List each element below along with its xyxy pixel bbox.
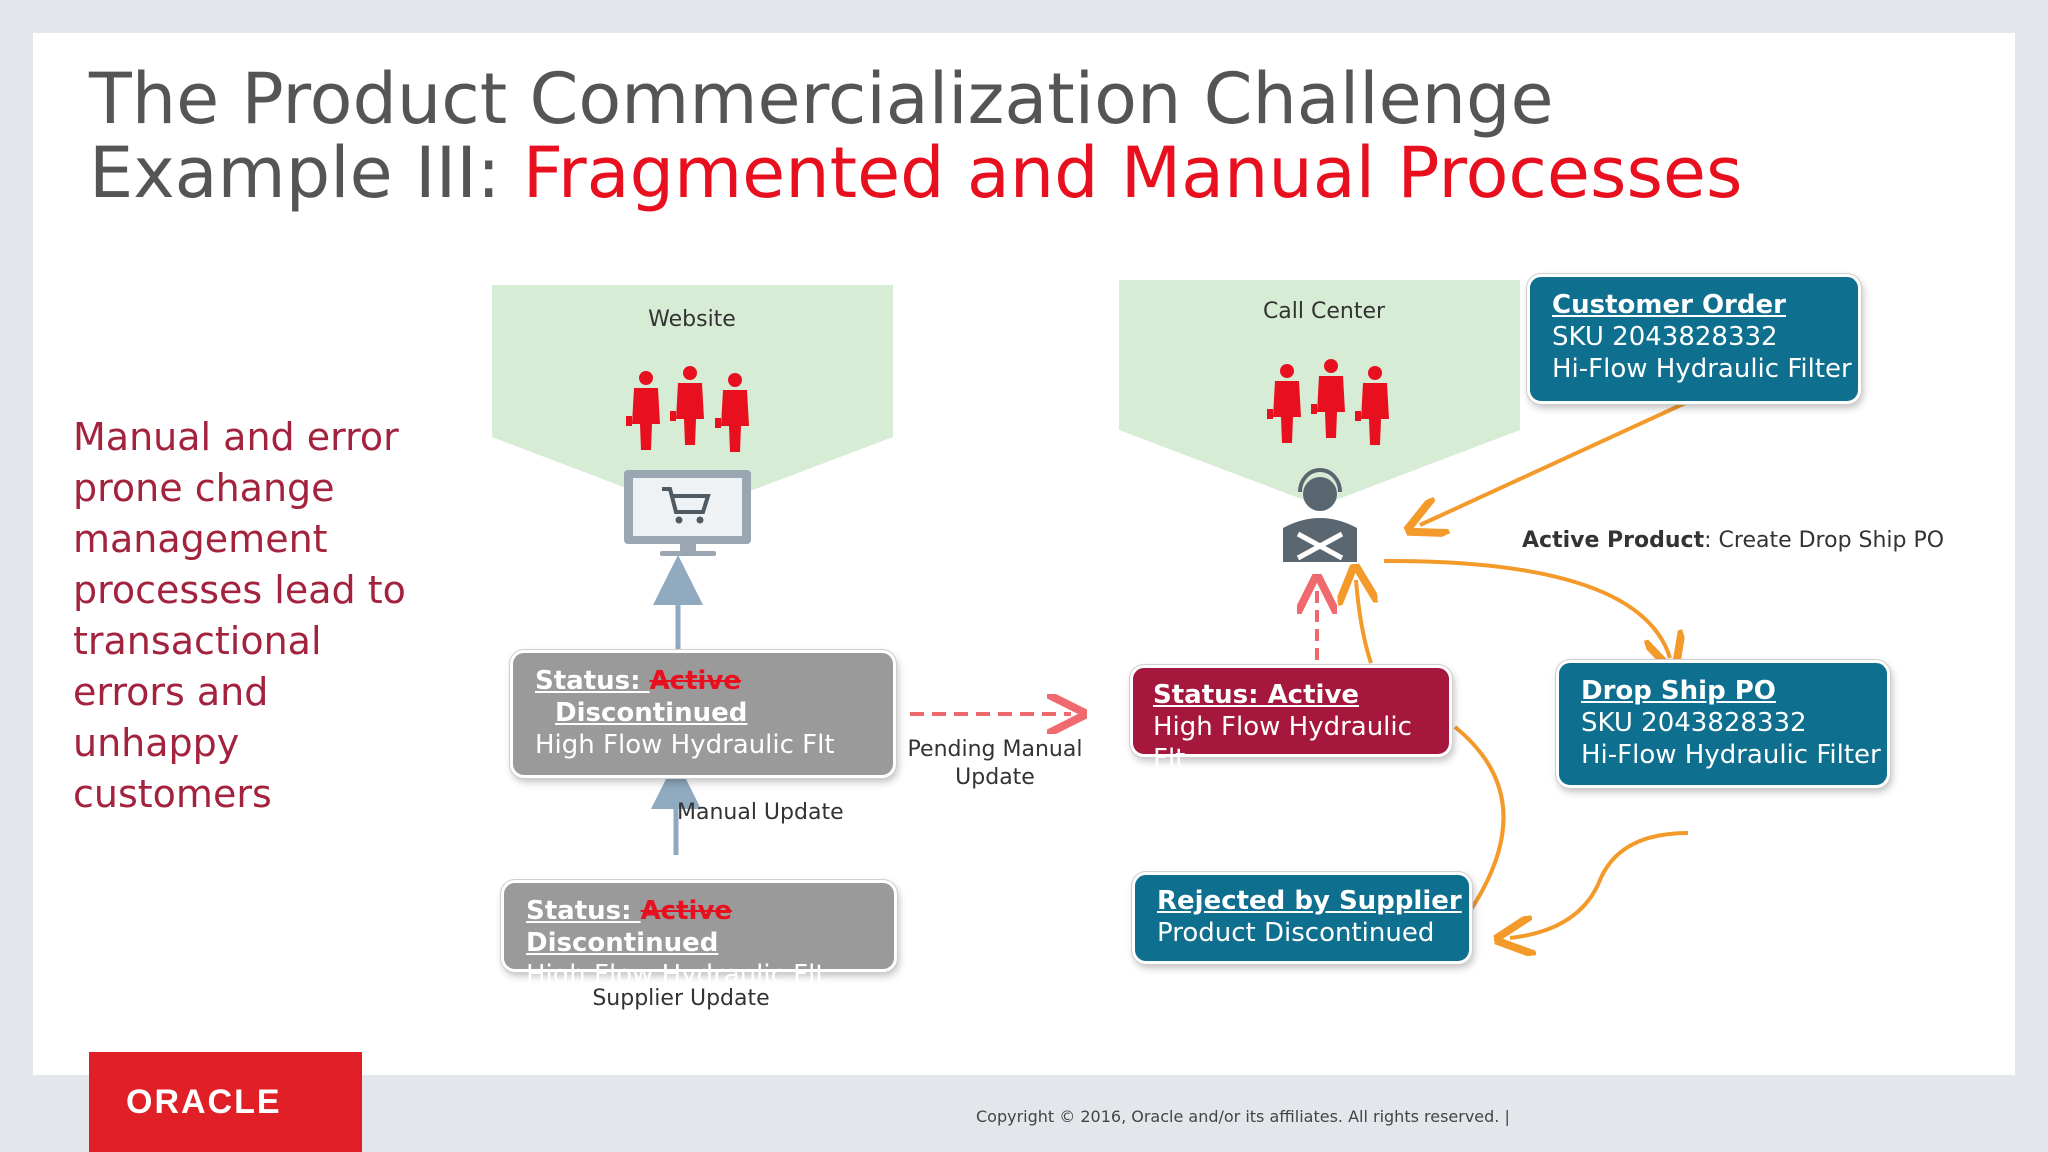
title-line-2: Example III: Fragmented and Manual Proce… [89, 136, 1742, 210]
call-center-status-box: Status: Active High Flow Hydraulic Flt [1130, 665, 1452, 774]
supplier-status-struck: Active [640, 896, 733, 926]
supplier-status-prefix: Status: [526, 896, 641, 926]
drop-ship-arrow [1383, 558, 1670, 658]
supplier-update-label: Supplier Update [592, 986, 770, 1011]
drop-ship-title: Drop Ship PO [1581, 676, 1776, 706]
rejected-arrow [1510, 831, 1689, 938]
oracle-logo: ORACLE [89, 1052, 362, 1152]
side-message: Manual and error prone change management… [73, 415, 406, 816]
drop-ship-sku: SKU 2043828332 [1581, 708, 1807, 738]
status-prefix: Status: [535, 666, 650, 696]
drop-ship-item: Hi-Flow Hydraulic Filter [1581, 740, 1881, 770]
title-prefix: Example III: [89, 132, 523, 214]
slide-canvas [33, 33, 2015, 1075]
drop-ship-box: Drop Ship PO SKU 2043828332 Hi-Flow Hydr… [1556, 660, 1890, 788]
rejected-detail: Product Discontinued [1157, 918, 1435, 948]
customer-order-arrow [1420, 397, 1695, 525]
title-highlight: Fragmented and Manual Processes [522, 132, 1743, 214]
website-status-line: Status: Active [535, 665, 893, 697]
active-status-arrow [1356, 580, 1371, 664]
website-status-new-line: Discontinued [535, 697, 893, 729]
supplier-status-box: Status: Active Discontinued High Flow Hy… [501, 880, 897, 990]
oracle-logo-text: ORACLE [126, 1083, 282, 1121]
page-title: The Product Commercialization Challenge … [89, 62, 1742, 210]
customer-order-title: Customer Order [1552, 290, 1786, 320]
active-product-bold: Active Product [1522, 528, 1705, 553]
copyright-text: Copyright © 2016, Oracle and/or its affi… [976, 1107, 1510, 1126]
supplier-status-item: High Flow Hydraulic Flt [526, 960, 826, 990]
pending-manual-update-label: Pending Manual Update [907, 737, 1083, 790]
rejected-box: Rejected by Supplier Product Discontinue… [1132, 872, 1472, 964]
customer-order-sku: SKU 2043828332 [1552, 322, 1778, 352]
title-line-1: The Product Commercialization Challenge [89, 58, 1554, 140]
call-center-label: Call Center [1262, 299, 1386, 324]
supplier-status-new: Discontinued [526, 928, 719, 958]
website-status-item: High Flow Hydraulic Flt [535, 730, 835, 760]
website-label: Website [648, 307, 736, 332]
rejected-loop-arrow [1453, 725, 1506, 916]
call-center-status: Status: Active [1153, 680, 1360, 710]
rejected-title: Rejected by Supplier [1157, 886, 1462, 916]
active-product-rest: : Create Drop Ship PO [1704, 528, 1945, 553]
status-new: Discontinued [555, 698, 748, 728]
customer-order-item: Hi-Flow Hydraulic Filter [1552, 354, 1852, 384]
status-struck: Active [649, 666, 742, 696]
supplier-status-line: Status: Active Discontinued [526, 895, 894, 959]
customer-order-box: Customer Order SKU 2043828332 Hi-Flow Hy… [1527, 274, 1861, 404]
website-status-box: Status: Active Discontinued High Flow Hy… [510, 650, 896, 778]
manual-update-label: Manual Update [677, 800, 844, 825]
active-product-label: Active Product: Create Drop Ship PO [1522, 527, 1944, 555]
call-center-status-item: High Flow Hydraulic Flt [1153, 712, 1412, 774]
